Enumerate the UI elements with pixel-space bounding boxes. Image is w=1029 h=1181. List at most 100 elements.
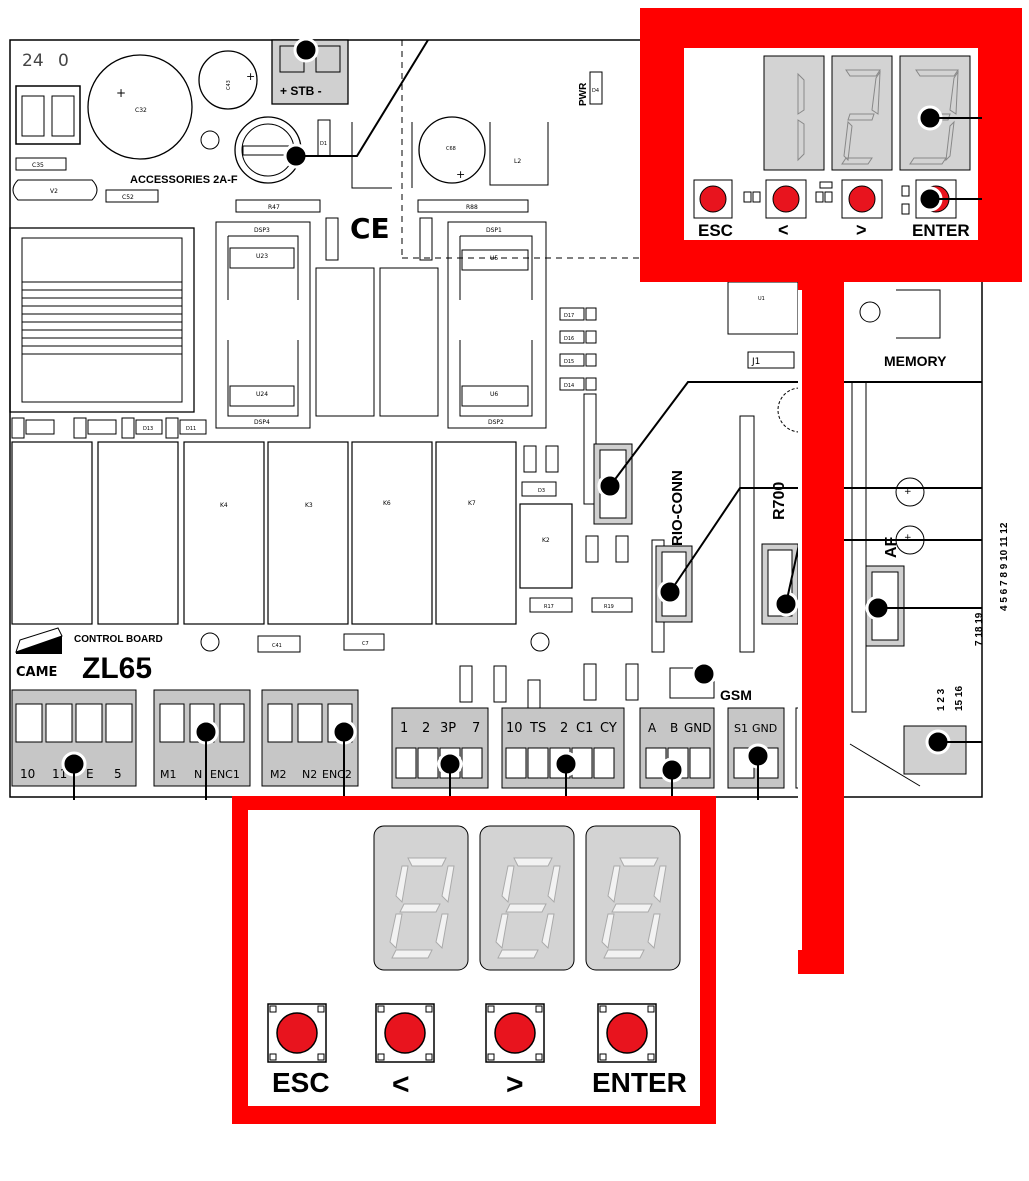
svg-text:GND: GND xyxy=(684,721,712,735)
svg-text:V2: V2 xyxy=(50,188,58,195)
svg-text:C52: C52 xyxy=(122,194,134,201)
svg-text:U23: U23 xyxy=(256,253,268,260)
svg-text:<: < xyxy=(778,220,789,240)
varistor-v2 xyxy=(12,179,98,201)
relay-k4 xyxy=(183,441,265,625)
svg-text:+: + xyxy=(456,168,465,181)
svg-text:DSP4: DSP4 xyxy=(254,419,270,426)
button-left-small[interactable]: < xyxy=(765,179,807,240)
svg-text:2: 2 xyxy=(422,721,430,736)
button-esc-small[interactable]: ESC xyxy=(693,179,733,240)
svg-text:DSP3: DSP3 xyxy=(254,227,270,234)
left-label: < xyxy=(392,1068,410,1101)
svg-text:7: 7 xyxy=(472,721,480,736)
svg-text:N2: N2 xyxy=(302,768,317,781)
button-right[interactable]: > xyxy=(485,1003,545,1101)
svg-text:ENC2: ENC2 xyxy=(322,768,352,781)
terminal-block-motor1: M1 N ENC1 xyxy=(153,689,251,800)
svg-text:DSP1: DSP1 xyxy=(486,227,502,234)
segment-digit xyxy=(389,857,667,959)
right-label: > xyxy=(506,1068,524,1101)
svg-text:>: > xyxy=(856,220,867,240)
svg-text:C43: C43 xyxy=(226,80,232,90)
terminal-block-safety: 10 TS 2 C1 CY xyxy=(501,707,625,800)
svg-text:GND: GND xyxy=(752,722,777,735)
top-terminal-label-0: 0 xyxy=(58,51,69,71)
button-esc[interactable]: ESC xyxy=(267,1003,330,1098)
svg-text:U6: U6 xyxy=(490,391,498,398)
svg-text:+ STB -: + STB - xyxy=(280,84,322,98)
svg-text:TS: TS xyxy=(529,721,546,736)
svg-text:PWR: PWR xyxy=(578,82,589,106)
svg-text:1: 1 xyxy=(400,721,408,736)
terminal-block-s1: S1 GND xyxy=(727,707,785,800)
svg-text:4 5 6 7 8 9 10 11 12: 4 5 6 7 8 9 10 11 12 xyxy=(999,522,1010,611)
terminal-block-motor2: M2 N2 ENC2 xyxy=(261,689,359,800)
svg-text:CY: CY xyxy=(600,721,617,736)
relay-k2 xyxy=(519,503,573,589)
svg-text:15 16: 15 16 xyxy=(954,686,965,711)
display-panel-small: ESC < > ENTER xyxy=(640,8,1022,282)
capacitor-c43 xyxy=(198,50,258,110)
svg-text:C32: C32 xyxy=(135,107,147,114)
svg-text:5: 5 xyxy=(114,767,122,781)
svg-text:+: + xyxy=(116,86,126,100)
svg-text:N: N xyxy=(194,768,202,781)
svg-text:K2: K2 xyxy=(542,537,550,544)
relay-k6 xyxy=(351,441,433,625)
transformer xyxy=(9,227,195,413)
svg-text:D11: D11 xyxy=(186,426,196,432)
callout-dot-gsm xyxy=(691,661,717,687)
capacitor-c98 xyxy=(418,116,486,184)
relay-k7 xyxy=(435,441,517,625)
top-power-terminal xyxy=(15,85,81,145)
rio-conn-label: RIO-CONN xyxy=(669,470,686,546)
svg-text:R47: R47 xyxy=(268,204,280,211)
capacitor-c32 xyxy=(87,54,193,160)
svg-text:A: A xyxy=(648,721,657,735)
svg-text:D3: D3 xyxy=(538,488,545,494)
svg-text:+: + xyxy=(246,70,255,83)
ce-mark: CE xyxy=(350,212,390,245)
svg-text:ENC1: ENC1 xyxy=(210,768,240,781)
svg-text:L2: L2 xyxy=(514,158,521,165)
svg-text:3P: 3P xyxy=(440,721,456,736)
came-logo: CAME xyxy=(15,627,63,680)
button-enter-small[interactable]: ENTER xyxy=(912,179,982,240)
heatsink-dsp1 xyxy=(447,221,547,429)
svg-text:D13: D13 xyxy=(143,426,153,432)
r700-label: R700 xyxy=(771,482,788,520)
svg-text:B: B xyxy=(670,721,678,735)
highlight-connector-bar xyxy=(798,282,844,974)
svg-text:D16: D16 xyxy=(564,336,574,342)
svg-text:+: + xyxy=(904,533,912,543)
svg-text:K4: K4 xyxy=(220,502,228,509)
button-enter[interactable]: ENTER xyxy=(592,1003,687,1098)
svg-text:R88: R88 xyxy=(466,204,478,211)
svg-text:CAME: CAME xyxy=(16,665,57,680)
svg-text:M2: M2 xyxy=(270,768,287,781)
svg-text:U24: U24 xyxy=(256,391,268,398)
enter-label: ENTER xyxy=(592,1067,687,1098)
svg-text:D4: D4 xyxy=(592,88,599,94)
svg-text:M1: M1 xyxy=(160,768,177,781)
button-right-small[interactable]: > xyxy=(841,179,883,240)
svg-text:C68: C68 xyxy=(446,146,456,152)
svg-text:GSM: GSM xyxy=(720,687,752,703)
svg-text:7 18 19: 7 18 19 xyxy=(974,612,985,646)
svg-text:10: 10 xyxy=(506,721,523,736)
svg-text:ENTER: ENTER xyxy=(912,221,970,240)
svg-text:C1: C1 xyxy=(576,721,593,736)
svg-text:+: + xyxy=(904,487,912,497)
relay-k3 xyxy=(267,441,349,625)
svg-text:D17: D17 xyxy=(564,313,574,319)
svg-text:U1: U1 xyxy=(758,296,765,302)
svg-text:1 2 3: 1 2 3 xyxy=(936,688,947,711)
svg-text:D15: D15 xyxy=(564,359,574,365)
digit-display-large xyxy=(373,825,681,971)
svg-text:K7: K7 xyxy=(468,500,476,507)
svg-text:R17: R17 xyxy=(544,604,554,610)
button-left[interactable]: < xyxy=(375,1003,435,1101)
heatsink-dsp3 xyxy=(215,221,311,429)
svg-text:10: 10 xyxy=(20,767,35,781)
